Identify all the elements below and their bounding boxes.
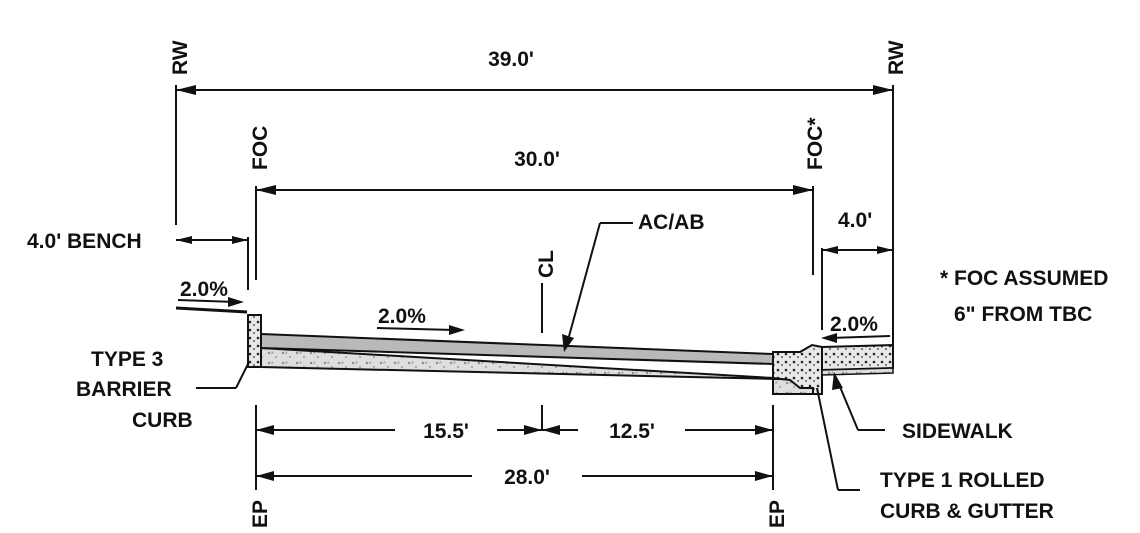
dimension-15-5-label: 15.5' [423, 420, 469, 443]
roadway-section [260, 332, 821, 395]
road-slope-label: 2.0% [378, 305, 426, 328]
dimension-15-5 [256, 425, 542, 435]
ep-right-label: EP [766, 500, 789, 528]
sidewalk-leader [832, 372, 885, 431]
sidewalk-slab [821, 343, 894, 376]
foc-right-label: FOC* [804, 117, 827, 170]
sidewalk-slope-label: 2.0% [830, 313, 878, 336]
type3-barrier-curb [247, 314, 262, 368]
dimension-30 [256, 185, 813, 195]
sidewalk-slope-arrow [821, 333, 891, 343]
rw-left-label: RW [169, 40, 192, 75]
type3-label-line3: CURB [132, 409, 193, 432]
sidewalk-label: SIDEWALK [902, 420, 1013, 443]
rw-extension-lines [175, 85, 894, 350]
type1-leader [816, 387, 860, 491]
type3-label-line1: TYPE 3 [91, 348, 163, 371]
rw-right-label: RW [885, 40, 908, 75]
dimension-39-label: 39.0' [488, 48, 534, 71]
bench-slope-label: 2.0% [180, 278, 228, 301]
type1-label-line2: CURB & GUTTER [880, 500, 1054, 523]
sidewalk-width-label: 4.0' [838, 209, 872, 232]
dimension-28-label: 28.0' [504, 466, 550, 489]
foc-left-label: FOC [249, 126, 272, 170]
foc-extension-lines [255, 186, 814, 280]
acab-label: AC/AB [638, 211, 705, 234]
bench-dimension [176, 236, 249, 290]
type1-label-line1: TYPE 1 ROLLED [880, 469, 1045, 492]
acab-leader [562, 222, 633, 352]
bench-label: 4.0' BENCH [27, 230, 142, 253]
bench-ground [175, 306, 248, 314]
foc-note-line1: * FOC ASSUMED [940, 267, 1108, 290]
ep-left-label: EP [249, 500, 272, 528]
dimension-12-5-label: 12.5' [609, 420, 655, 443]
type3-label-line2: BARRIER [76, 378, 172, 401]
foc-note-line2: 6" FROM TBC [954, 303, 1092, 326]
dimension-30-label: 30.0' [514, 148, 560, 171]
sidewalk-width-dimension [821, 246, 893, 330]
road-slope-arrow [376, 325, 465, 335]
type3-leader [196, 361, 250, 389]
dimension-28 [256, 471, 773, 481]
bench-slope-arrow [177, 297, 244, 307]
centerline-label: CL [535, 250, 558, 278]
type1-rolled-curb [772, 343, 823, 395]
dimension-12-5 [542, 425, 773, 435]
dimension-39 [176, 85, 893, 95]
